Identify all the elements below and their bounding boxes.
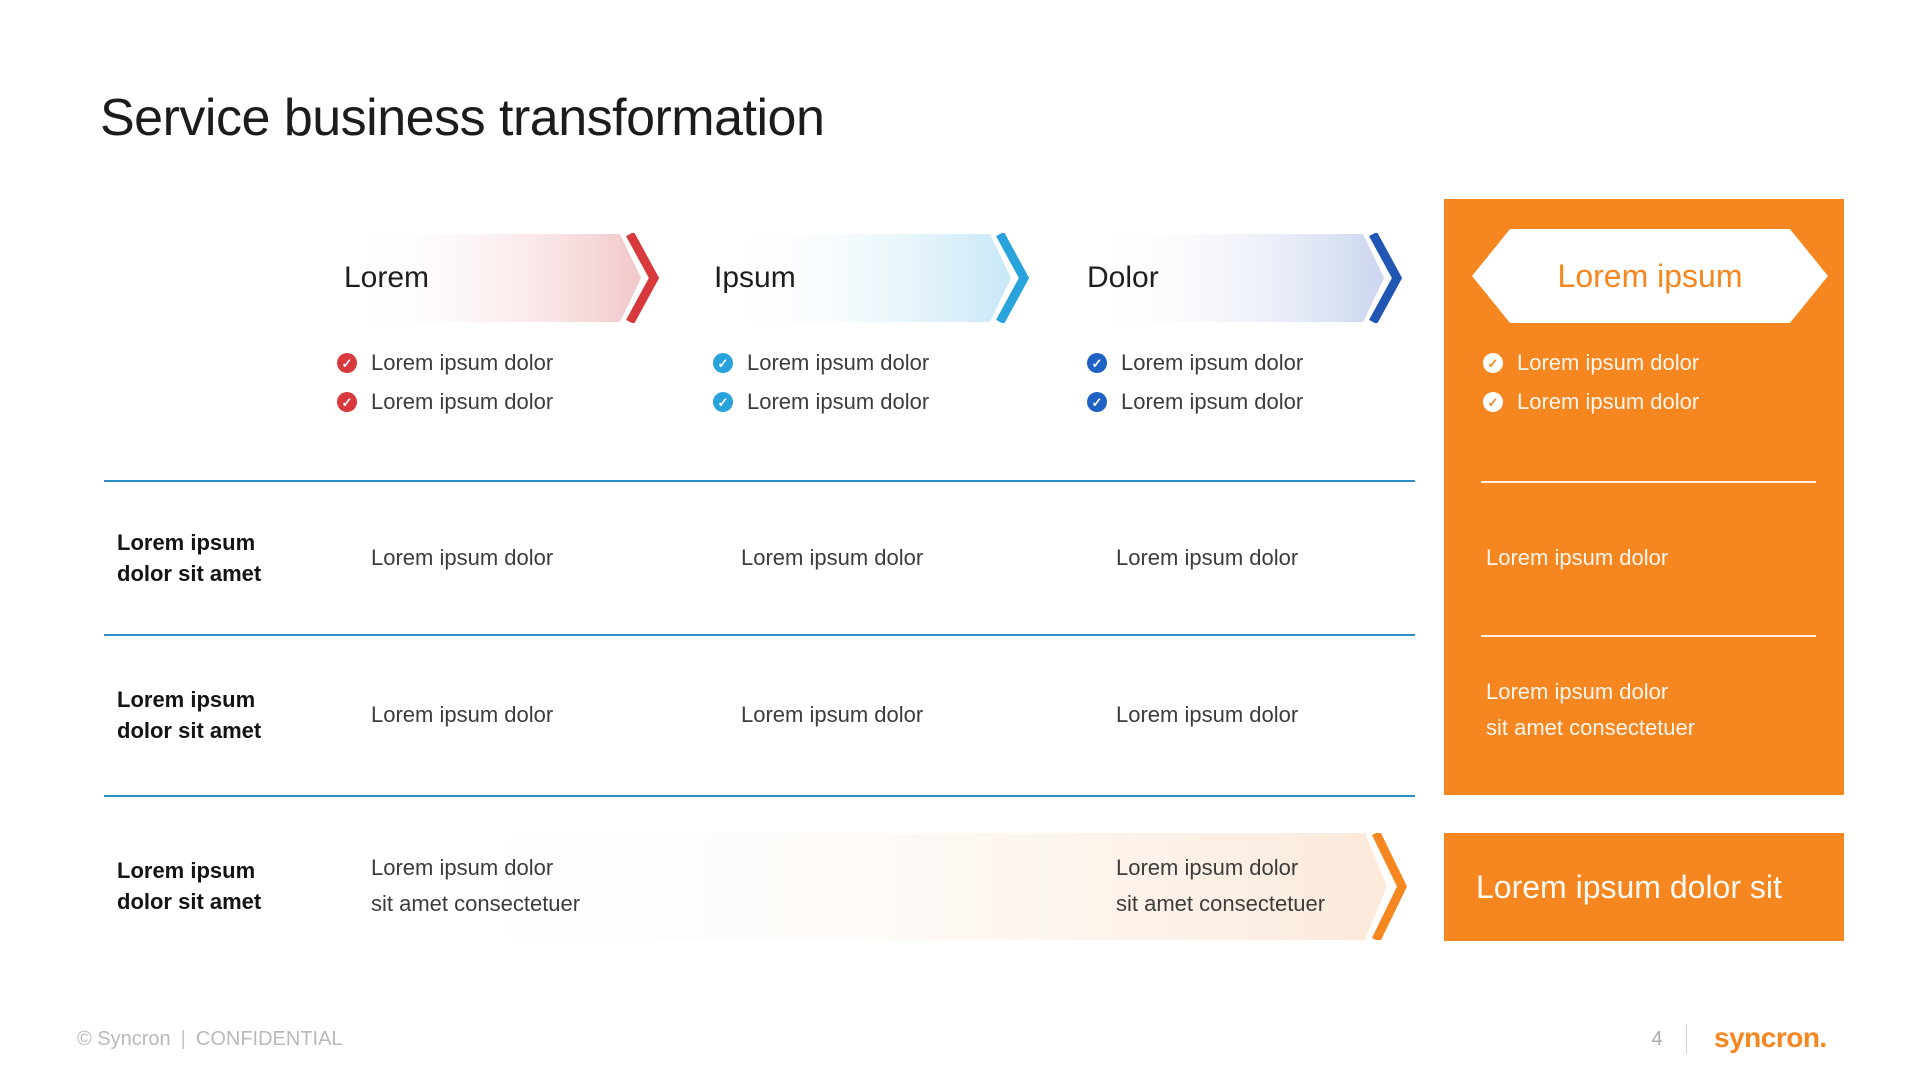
- row-label-line: Lorem ipsum: [117, 530, 256, 555]
- check-label: Lorem ipsum dolor: [371, 389, 554, 414]
- table-rule: [104, 480, 1415, 482]
- row-label-line: dolor sit amet: [117, 561, 262, 586]
- row-label-line: dolor sit amet: [117, 718, 262, 743]
- footer-copyright: © Syncron: [77, 1028, 171, 1050]
- table-rule: [104, 634, 1415, 636]
- row-label: Lorem ipsum dolor sit amet: [117, 527, 261, 589]
- check-label: Lorem ipsum dolor: [1517, 350, 1700, 375]
- check-item: ✓ Lorem ipsum dolor: [1087, 350, 1303, 376]
- table-cell: Lorem ipsum dolor: [741, 702, 924, 727]
- table-rule: [104, 795, 1415, 797]
- table-cell: Lorem ipsum dolor: [371, 545, 554, 570]
- panel-title-banner: Lorem ipsum: [1472, 229, 1828, 323]
- table-cell: Lorem ipsum dolor: [1116, 702, 1299, 727]
- arrow-row-text-line: Lorem ipsum dolor: [371, 855, 554, 880]
- slide-title: Service business transformation: [100, 89, 825, 147]
- arrow-row-text-line: sit amet consectetuer: [371, 891, 581, 916]
- summary-panel: Lorem ipsum ✓ Lorem ipsum dolor ✓ Lorem …: [1444, 199, 1844, 795]
- check-icon: ✓: [337, 353, 357, 373]
- footer-divider: [1686, 1024, 1687, 1054]
- check-item: ✓ Lorem ipsum dolor: [1483, 350, 1699, 376]
- stage-arrow-cyan: [712, 233, 1030, 323]
- arrow-row-text-line: Lorem ipsum dolor: [1116, 855, 1299, 880]
- table-cell: Lorem ipsum dolor: [741, 545, 924, 570]
- check-icon: ✓: [1087, 392, 1107, 412]
- row-label: Lorem ipsum dolor sit amet: [117, 855, 261, 917]
- check-icon: ✓: [1483, 353, 1503, 373]
- panel-text-line: sit amet consectetuer: [1486, 715, 1696, 740]
- stage-label: Dolor: [1087, 261, 1159, 294]
- check-icon: ✓: [1483, 392, 1503, 412]
- chevron-icon: [1369, 233, 1403, 323]
- chevron-icon: [1371, 833, 1408, 940]
- row-label-line: dolor sit amet: [117, 889, 262, 914]
- panel-text-line: Lorem ipsum dolor: [1486, 679, 1669, 704]
- check-item: ✓ Lorem ipsum dolor: [337, 389, 553, 415]
- check-item: ✓ Lorem ipsum dolor: [713, 350, 929, 376]
- arrow-band: [342, 234, 641, 322]
- stage-lorem: Lorem: [342, 233, 672, 323]
- check-label: Lorem ipsum dolor: [371, 350, 554, 375]
- cta-box: Lorem ipsum dolor sit: [1444, 833, 1844, 941]
- check-icon: ✓: [713, 392, 733, 412]
- check-icon: ✓: [1087, 353, 1107, 373]
- check-item: ✓ Lorem ipsum dolor: [713, 389, 929, 415]
- check-label: Lorem ipsum dolor: [1121, 389, 1304, 414]
- arrow-band: [1085, 234, 1384, 322]
- stage-label: Ipsum: [714, 261, 796, 294]
- chevron-icon: [626, 233, 660, 323]
- arrow-row-text-line: sit amet consectetuer: [1116, 891, 1326, 916]
- check-icon: ✓: [337, 392, 357, 412]
- panel-divider: [1481, 481, 1816, 483]
- row-label-line: Lorem ipsum: [117, 687, 256, 712]
- check-icon: ✓: [713, 353, 733, 373]
- panel-section-text: Lorem ipsum dolor sit amet consectetuer: [1486, 674, 1695, 746]
- check-item: ✓ Lorem ipsum dolor: [1483, 389, 1699, 415]
- panel-divider: [1481, 635, 1816, 637]
- table-cell: Lorem ipsum dolor: [371, 702, 554, 727]
- check-item: ✓ Lorem ipsum dolor: [337, 350, 553, 376]
- stage-ipsum: Ipsum: [712, 233, 1042, 323]
- stage-dolor: Dolor: [1085, 233, 1415, 323]
- page-number: 4: [1651, 1028, 1663, 1050]
- row-label-line: Lorem ipsum: [117, 858, 256, 883]
- bottom-arrow-orange: [380, 833, 1408, 940]
- arrow-band: [380, 833, 1387, 940]
- footer-confidential-label: CONFIDENTIAL: [195, 1028, 343, 1050]
- panel-section-text: Lorem ipsum dolor: [1486, 545, 1669, 570]
- stage-label: Lorem: [344, 261, 430, 294]
- row-label: Lorem ipsum dolor sit amet: [117, 684, 261, 746]
- stage-arrow-blue: [1085, 233, 1403, 323]
- check-item: ✓ Lorem ipsum dolor: [1087, 389, 1303, 415]
- footer-separator: |: [180, 1028, 186, 1050]
- check-label: Lorem ipsum dolor: [1517, 389, 1700, 414]
- stage-arrow-red: [342, 233, 660, 323]
- footer-confidential: © Syncron | CONFIDENTIAL: [77, 1028, 343, 1051]
- syncron-logo: syncron.: [1714, 1022, 1827, 1053]
- check-label: Lorem ipsum dolor: [1121, 350, 1304, 375]
- chevron-icon: [996, 233, 1030, 323]
- arrow-band: [712, 234, 1011, 322]
- arrow-row-right-text: Lorem ipsum dolor sit amet consectetuer: [1116, 850, 1325, 922]
- check-label: Lorem ipsum dolor: [747, 389, 930, 414]
- arrow-row-left-text: Lorem ipsum dolor sit amet consectetuer: [371, 850, 580, 922]
- check-label: Lorem ipsum dolor: [747, 350, 930, 375]
- table-cell: Lorem ipsum dolor: [1116, 545, 1299, 570]
